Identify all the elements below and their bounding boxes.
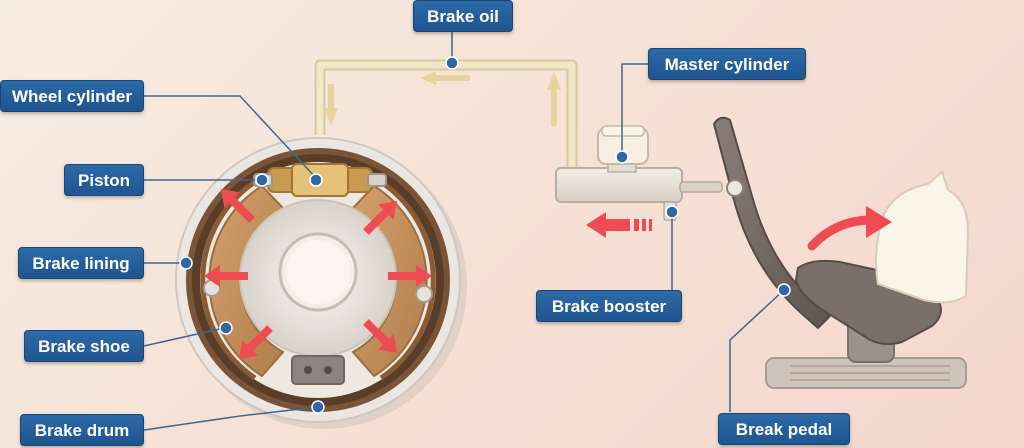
label-brake-shoe: Brake shoe [24, 330, 144, 362]
dot-brake-oil [445, 56, 459, 70]
master-cylinder-body [555, 167, 683, 203]
arrow-up-right [363, 200, 398, 235]
dot-brake-lining [179, 256, 193, 270]
arrow-right [388, 265, 432, 287]
motion-arrow [807, 206, 892, 251]
label-brake-oil: Brake oil [413, 0, 513, 32]
leg-sock [875, 170, 970, 304]
pedal-pivot [726, 179, 744, 197]
arrow-down-right [363, 319, 398, 354]
flow-arrow-down [324, 84, 338, 126]
pressure-arrow-left [586, 212, 652, 238]
leader-lines [143, 28, 785, 431]
pedal-arm [712, 116, 832, 330]
arrow-down-left [238, 325, 273, 360]
leader-brake-drum [143, 406, 319, 431]
dot-master-cylinder [615, 150, 629, 164]
reservoir-cap [601, 125, 645, 137]
leader-dots [179, 56, 791, 414]
label-master-cylinder: Master cylinder [648, 48, 806, 80]
label-piston: Piston [64, 164, 144, 196]
dot-wheel-cylinder [309, 173, 323, 187]
flow-arrow-left [420, 71, 470, 85]
label-wheel-cylinder: Wheel cylinder [0, 80, 144, 112]
leader-wheel-cylinder [144, 95, 317, 179]
dot-brake-drum [311, 400, 325, 414]
label-brake-lining: Brake lining [18, 247, 144, 279]
drum-brake [175, 137, 467, 429]
pivot-pin-right [415, 285, 433, 303]
booster-rod [679, 181, 723, 193]
brake-lining-right [379, 179, 436, 381]
arrow-up-left [220, 188, 255, 223]
force-arrows [204, 188, 432, 360]
leader-brake-shoe [143, 327, 225, 347]
dot-piston [255, 173, 269, 187]
leader-master-cylinder [621, 63, 648, 155]
master-cylinder-assembly [555, 125, 723, 238]
leader-break-pedal [729, 289, 785, 412]
brake-pedal-assembly [712, 116, 970, 389]
flow-arrow-up [547, 72, 561, 126]
dot-break-pedal [777, 283, 791, 297]
dot-brake-booster [665, 205, 679, 219]
arrow-left [204, 265, 248, 287]
label-brake-booster: Brake booster [536, 290, 682, 322]
anchor-block [291, 355, 345, 385]
label-break-pedal: Break pedal [718, 413, 850, 445]
label-brake-drum: Brake drum [20, 414, 144, 446]
dot-brake-shoe [219, 321, 233, 335]
